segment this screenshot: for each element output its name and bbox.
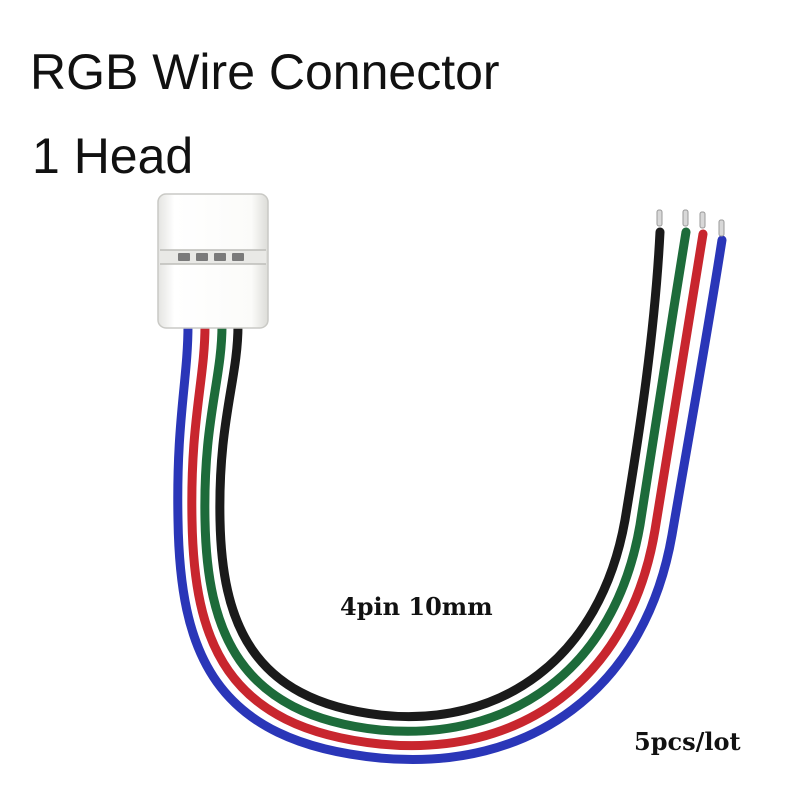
wire-blue xyxy=(173,235,727,764)
spec-label: 4pin 10mm xyxy=(340,592,493,621)
wire-bundle xyxy=(173,227,727,764)
connector-pins xyxy=(178,253,244,261)
wire-red xyxy=(187,229,708,751)
wire-black xyxy=(215,227,665,721)
wire-green xyxy=(200,227,691,736)
wire-tips xyxy=(656,209,725,237)
connector-clip xyxy=(157,193,269,329)
page-title: RGB Wire Connector xyxy=(30,44,500,100)
subtitle: 1 Head xyxy=(32,128,194,184)
quantity-label: 5pcs/lot xyxy=(634,727,741,756)
